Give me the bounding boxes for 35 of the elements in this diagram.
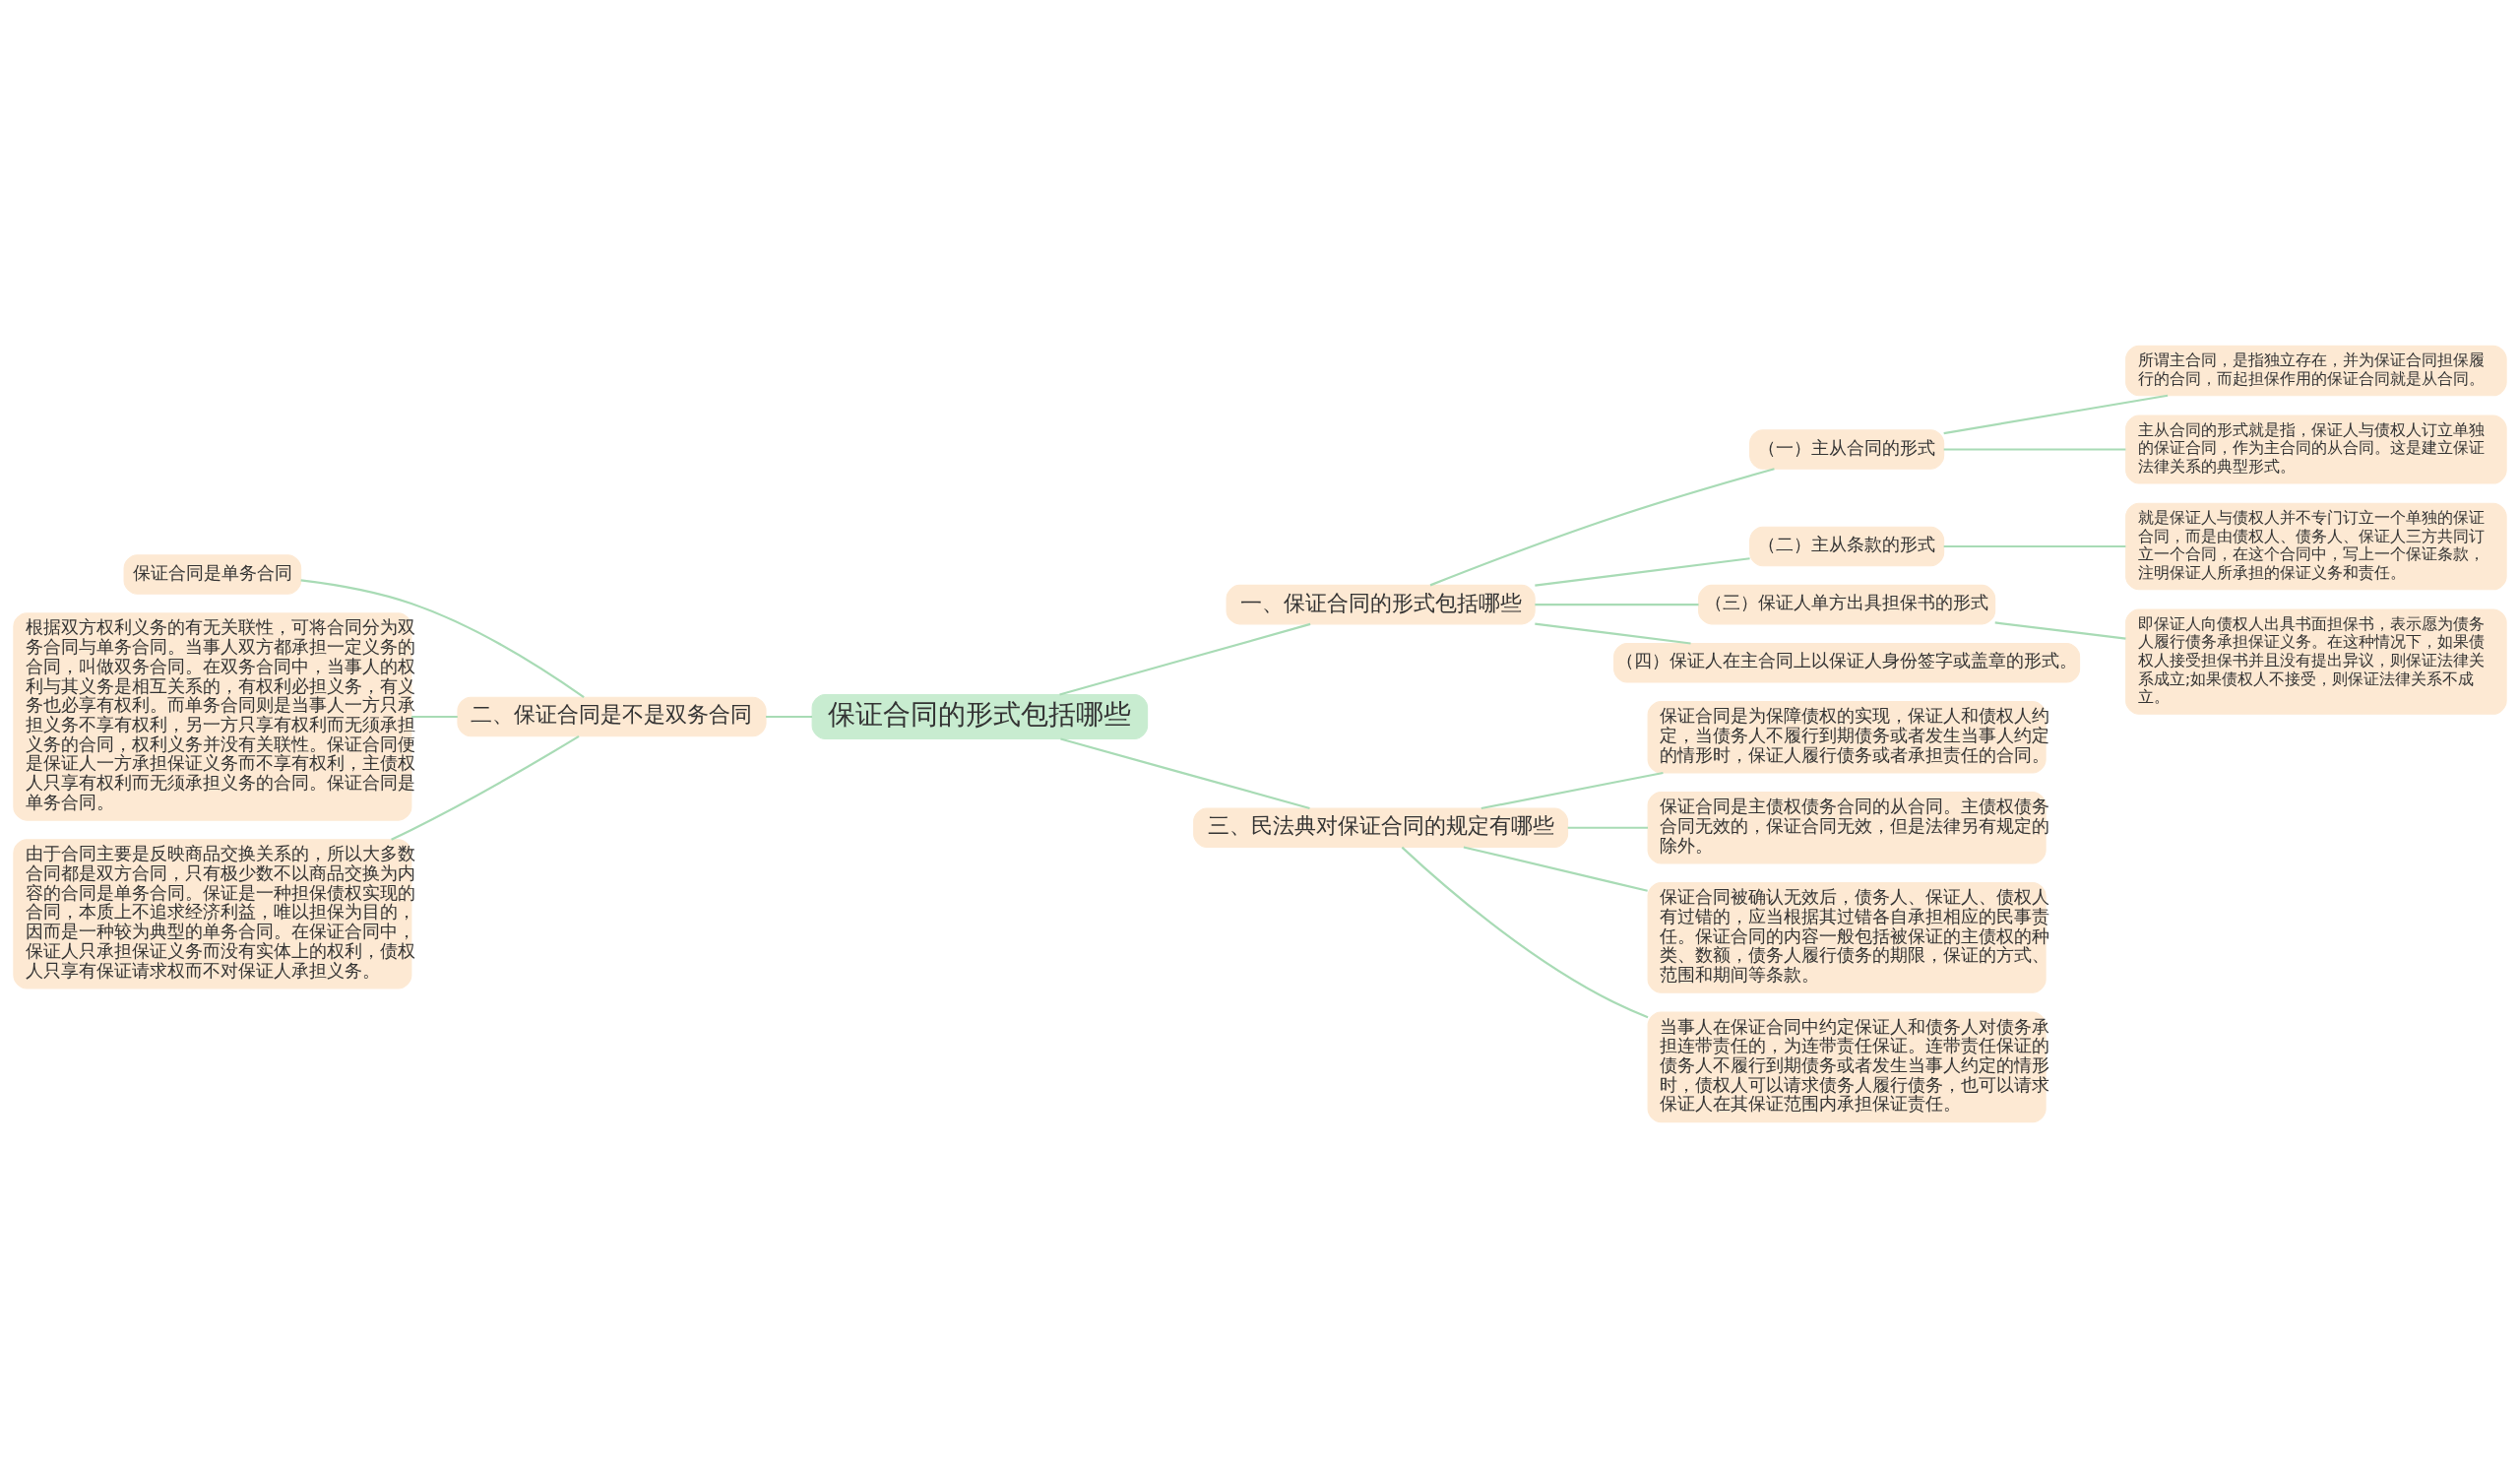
- node-box: 保证合同是为保障债权的实现，保证人和债权人约定，当债务人不履行到期债务或者发生当事人约定的情形时，保证人履行债务或者承担责任的合同。: [1647, 700, 2047, 773]
- node-box: （四）保证人在主合同上以保证人身份签字或盖章的形式。: [1613, 642, 2081, 682]
- connector: [1059, 622, 1311, 696]
- node-box: 就是保证人与债权人并不专门订立一个单独的保证合同，而是由债权人、债务人、保证人三方共同订立一个合同，在这个合同中，写上一个保证条款，注明保证人所承担的保证义务和责任。: [2125, 502, 2507, 590]
- node-box: （三）保证人单方出具担保书的形式: [1698, 584, 1996, 624]
- node-box: 即保证人向债权人出具书面担保书，表示愿为债务人履行债务承担保证义务。在这种情况下，如果债权人接受担保书并且没有提出异议，则保证法律关系成立;如果债权人不接受，则保证法律关系不成立。: [2125, 608, 2507, 715]
- node-box: 保证合同的形式包括哪些: [811, 693, 1149, 739]
- connector: [1994, 620, 2126, 640]
- connector: [1943, 394, 2169, 434]
- connector: [1943, 544, 2126, 547]
- connector: [1535, 556, 1750, 587]
- connector: [411, 715, 458, 718]
- connector: [1567, 826, 1649, 829]
- node-box: 主从合同的形式就是指，保证人与债权人订立单独的保证合同，作为主合同的从合同。这是建立保证法律关系的典型形式。: [2125, 414, 2507, 483]
- connector: [300, 578, 585, 698]
- connector: [1429, 467, 1775, 586]
- connector: [1943, 447, 2126, 451]
- node-box: 三、民法典对保证合同的规定有哪些: [1193, 807, 1569, 848]
- node-box: 由于合同主要是反映商品交换关系的，所以大多数合同都是双方合同，只有极少数不以商品交换为内容的合同是单务合同。保证是一种担保债权实现的合同，本质上不追求经济利益，唯以担保为目的，因而是一种较为典型的单务合同。在保证合同中，保证人只承担保证义务而没有实体上的权利，债权人只享有保证请求权而不对保证人承担义务。: [13, 838, 412, 989]
- connector: [1463, 845, 1648, 892]
- connector: [1401, 846, 1649, 1018]
- connector: [1480, 771, 1664, 809]
- node-box: 保证合同是单务合同: [123, 553, 302, 595]
- connector: [766, 715, 813, 718]
- node-box: （一）主从合同的形式: [1749, 428, 1945, 470]
- connector: [1535, 603, 1699, 606]
- node-box: 二、保证合同是不是双务合同: [457, 696, 767, 736]
- node-box: 当事人在保证合同中约定保证人和债务人对债务承担连带责任的，为连带责任保证。连带责任保证的债务人不履行到期债务或者发生当事人约定的情形时，债权人可以请求债务人履行债务，也可以请求保证人在其保证范围内承担保证责任。: [1647, 1010, 2047, 1122]
- node-box: （二）主从条款的形式: [1749, 526, 1945, 566]
- node-box: 所谓主合同，是指独立存在，并为保证合同担保履行的合同，而起担保作用的保证合同就是从合同。: [2125, 345, 2507, 396]
- node-box: 一、保证合同的形式包括哪些: [1226, 584, 1536, 624]
- node-box: 保证合同是主债权债务合同的从合同。主债权债务合同无效的，保证合同无效，但是法律另有规定的除外。: [1647, 791, 2047, 863]
- connector: [391, 734, 580, 841]
- connector: [1060, 737, 1310, 809]
- connector: [1535, 622, 1691, 645]
